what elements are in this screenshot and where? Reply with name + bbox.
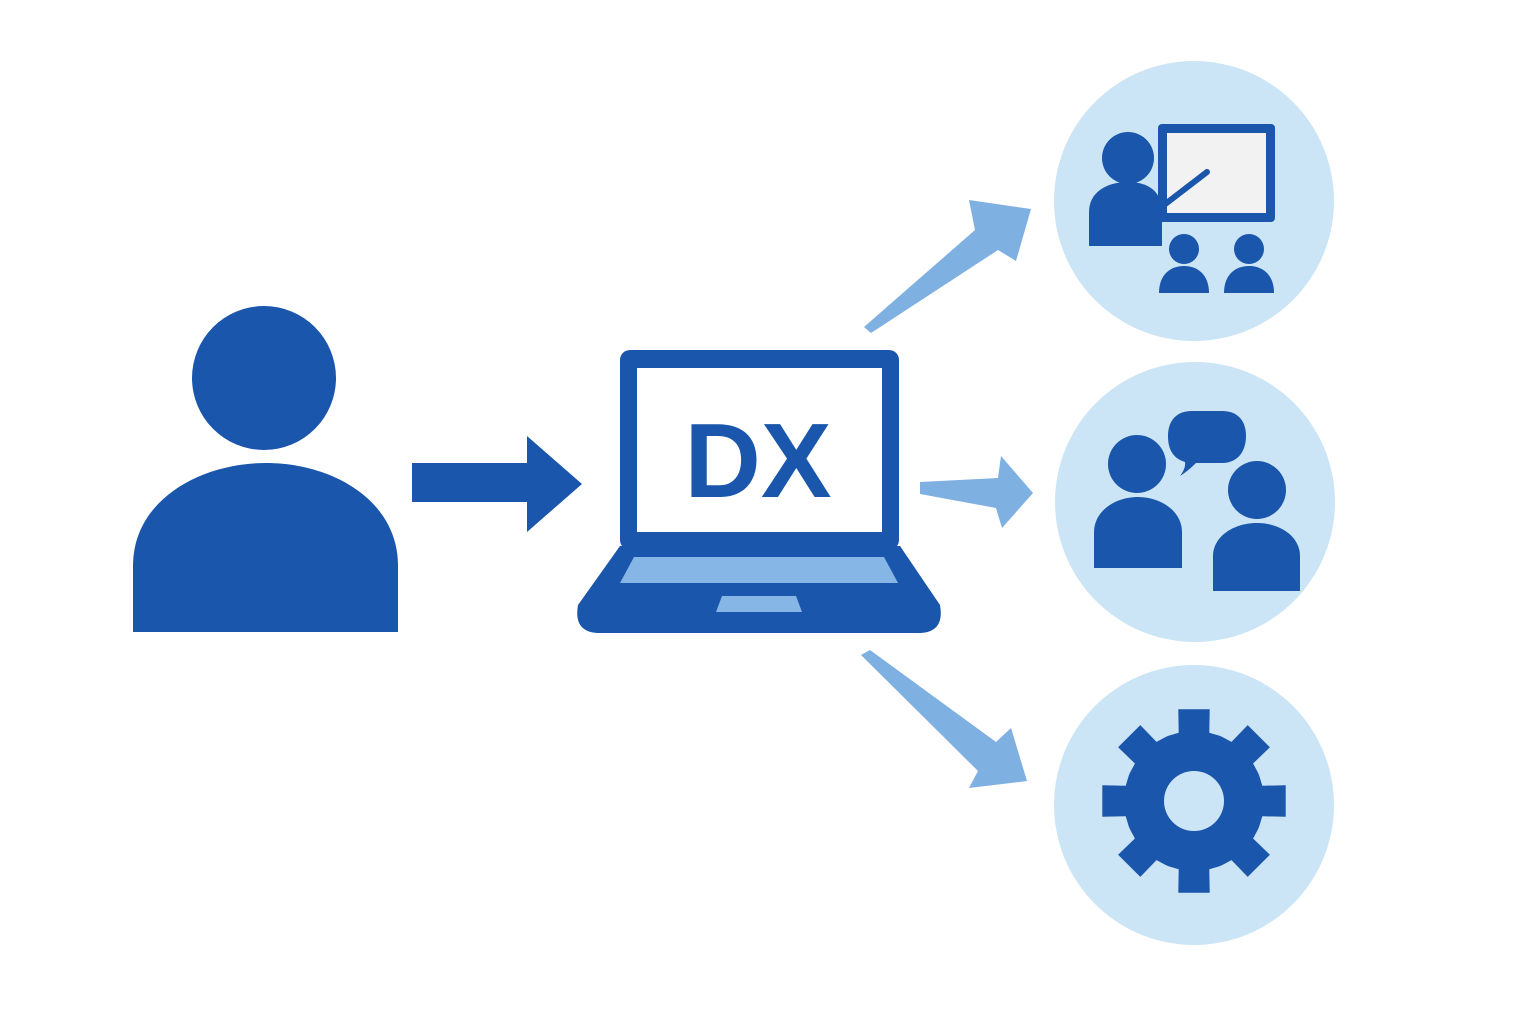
arrows-to-outcomes [861, 200, 1033, 788]
communication-circle [1055, 362, 1335, 642]
gear-hole [1164, 771, 1224, 831]
gear-icon [1102, 709, 1286, 893]
laptop-keyboard [620, 557, 898, 583]
training-circle [1054, 61, 1334, 341]
arrow-to-communication [920, 456, 1033, 528]
arrow-to-training [864, 200, 1031, 333]
arrow-user-to-laptop [412, 436, 582, 532]
presentation-training-icon [1089, 124, 1275, 293]
laptop-trackpad [716, 596, 802, 612]
laptop-icon: DX [577, 350, 941, 633]
people-chat-icon [1094, 411, 1300, 591]
settings-circle [1054, 665, 1334, 945]
user-icon [133, 306, 398, 632]
laptop-screen-text: DX [684, 402, 831, 520]
arrow-to-settings [861, 650, 1027, 788]
